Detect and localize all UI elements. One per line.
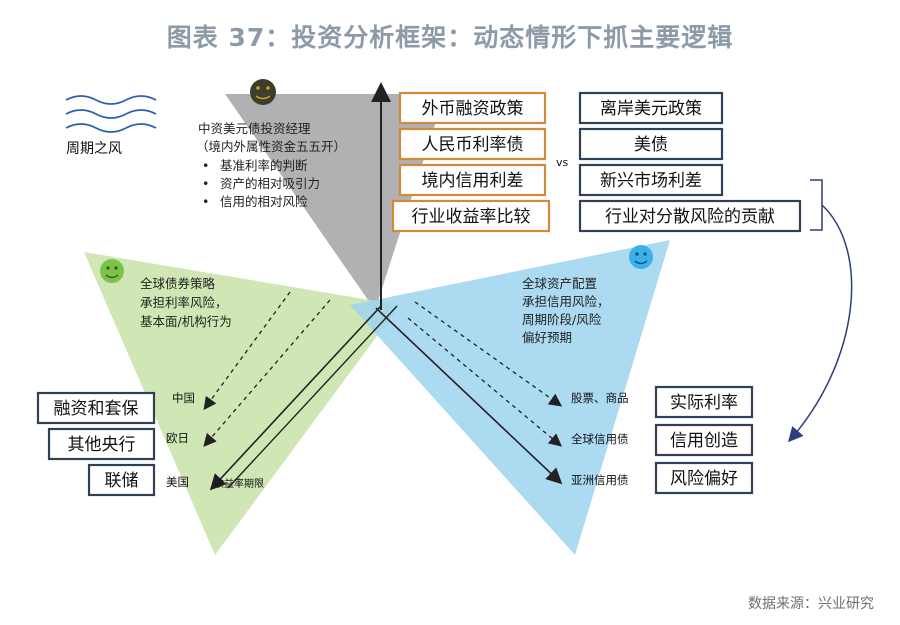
right-dashed-arrow-2	[407, 317, 562, 447]
right-bracket	[810, 179, 823, 231]
left-box: 联储	[87, 463, 156, 497]
right-note: 全球资产配置 承担信用风险， 周期阶段/风险 偏好预期	[522, 276, 610, 345]
left-axis-label: 美国	[166, 475, 189, 489]
center-left-box: 外币融资政策	[398, 91, 547, 125]
left-box-label: 其他央行	[68, 435, 136, 455]
center-right-box: 离岸美元政策	[578, 91, 724, 125]
center-left-box-label: 人民币利率债	[422, 135, 524, 155]
left-axis-label: 收益率期限	[214, 477, 264, 490]
left-axis-label: 中国	[172, 391, 195, 405]
right-axis-label: 全球信用债	[571, 432, 629, 446]
source-note: 数据来源：兴业研究	[748, 596, 874, 612]
right-axis-label: 亚洲信用债	[571, 473, 629, 487]
right-box: 实际利率	[654, 385, 754, 419]
center-left-box: 境内信用利差	[398, 163, 547, 197]
center-right-box-label: 行业对分散风险的贡献	[605, 207, 775, 227]
right-note-line: 偏好预期	[522, 330, 572, 345]
top-note-bullet: 基准利率的判断	[220, 158, 308, 173]
left-box: 融资和套保	[36, 391, 156, 425]
center-left-box-label: 外币融资政策	[422, 99, 524, 119]
top-note-heading: 中资美元债投资经理	[198, 121, 311, 136]
left-note-line: 承担利率风险，	[140, 295, 228, 310]
center-left-box-label: 行业收益率比较	[412, 207, 531, 227]
right-box-label: 信用创造	[670, 431, 738, 451]
right-box-label: 风险偏好	[670, 469, 738, 489]
center-right-box: 行业对分散风险的贡献	[578, 199, 802, 233]
left-box-label: 融资和套保	[54, 399, 139, 419]
top-note: 中资美元债投资经理 （境内外属性资金五五开） • 基准利率的判断 • 资产的相对…	[196, 121, 346, 209]
center-left-box: 人民币利率债	[398, 127, 547, 161]
left-axis-line-inner	[227, 305, 398, 489]
left-box: 其他央行	[47, 427, 156, 461]
left-box-label: 联储	[105, 471, 139, 491]
right-axis-solid-arrow	[375, 307, 563, 485]
left-axis-solid-arrow	[209, 305, 382, 491]
right-note-line: 承担信用风险，	[522, 294, 610, 309]
center-right-box-label: 离岸美元政策	[600, 99, 702, 119]
center-left-box-label: 境内信用利差	[422, 171, 524, 191]
wavy-lines-icon	[65, 95, 157, 133]
top-note-subheading: （境内外属性资金五五开）	[196, 139, 346, 154]
left-note-line: 全球债券策略	[140, 276, 216, 291]
left-note: 全球债券策略 承担利率风险， 基本面/机构行为	[140, 276, 232, 329]
center-left-box: 行业收益率比较	[391, 199, 551, 233]
curved-arrow	[788, 204, 853, 443]
right-box: 信用创造	[654, 423, 754, 457]
top-note-bullet: 信用的相对风险	[220, 194, 308, 209]
right-note-line: 周期阶段/风险	[522, 312, 602, 327]
top-note-bullet-dot: •	[202, 158, 209, 173]
top-note-bullet-dot: •	[202, 176, 209, 191]
left-note-line: 基本面/机构行为	[140, 314, 232, 329]
chart-title: 图表 37：投资分析框架：动态情形下抓主要逻辑	[166, 23, 734, 52]
right-dashed-arrow-1	[414, 301, 563, 407]
top-note-bullet: 资产的相对吸引力	[220, 176, 320, 191]
top-note-bullet-dot: •	[202, 194, 209, 209]
top-gray-triangle	[225, 94, 445, 310]
neutral-face-icon	[250, 79, 276, 105]
smiley-face-icon	[629, 245, 653, 269]
center-right-box: 新兴市场利差	[578, 163, 724, 197]
left-green-triangle	[84, 252, 400, 555]
center-right-box-label: 美债	[634, 135, 668, 155]
left-axis-label: 欧日	[166, 431, 189, 445]
right-box: 风险偏好	[654, 461, 754, 495]
cycle-label: 周期之风	[66, 141, 122, 157]
right-blue-triangle	[350, 240, 670, 555]
center-right-box: 美债	[578, 127, 724, 161]
right-note-line: 全球资产配置	[522, 276, 597, 291]
smiley-face-icon	[100, 259, 124, 283]
right-axis-label: 股票、商品	[571, 391, 629, 405]
right-box-label: 实际利率	[670, 393, 738, 413]
center-right-box-label: 新兴市场利差	[600, 171, 702, 191]
vs-label: vs	[556, 156, 569, 169]
